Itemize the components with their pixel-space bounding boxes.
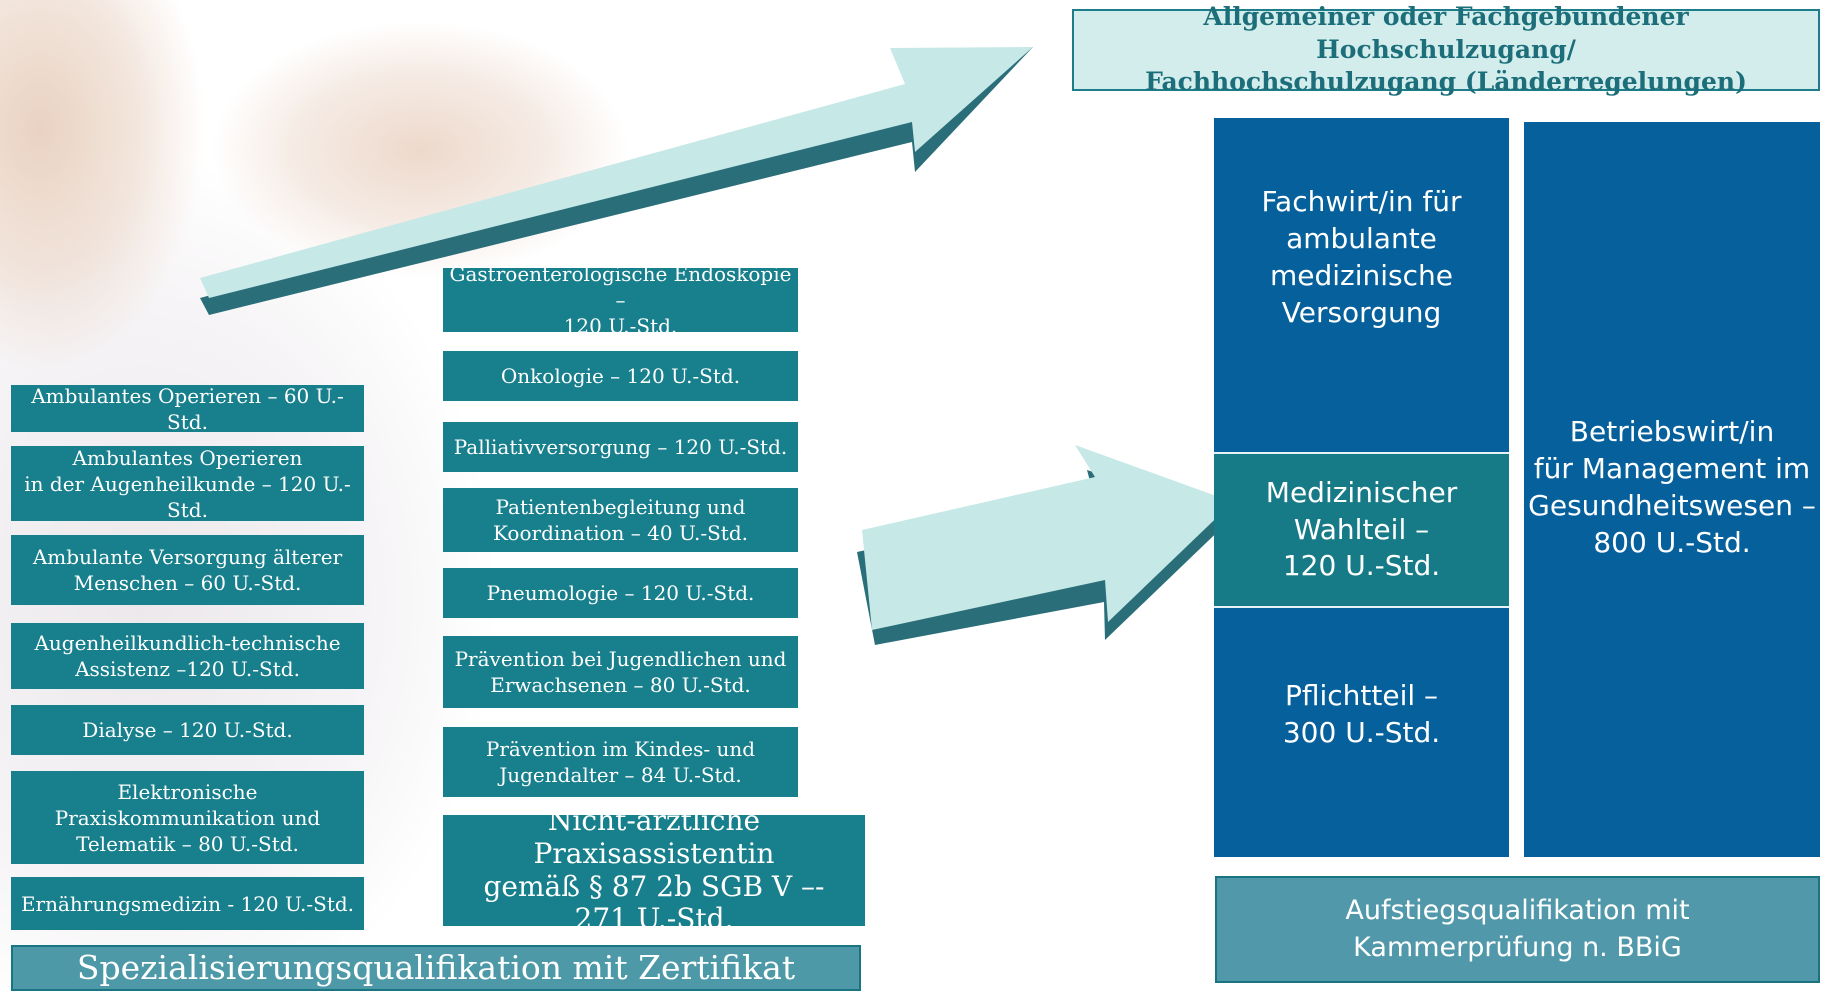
right-arrow-body [862,445,1233,630]
middle-item-4: Patientenbegleitung und Koordination – 4… [443,488,798,552]
middle-item-5: Pneumologie – 120 U.-Std. [443,568,798,618]
aufstieg-banner: Aufstiegsqualifikation mit Kammerprüfung… [1215,876,1820,983]
left-item-5: Dialyse – 120 U.-Std. [11,705,364,755]
up-arrow-body [200,47,1033,298]
left-item-7: Ernährungsmedizin - 120 U.-Std. [11,877,364,930]
betriebswirt-box: Betriebswirt/in für Management im Gesund… [1524,122,1820,857]
middle-item-3: Palliativversorgung – 120 U.-Std. [443,422,798,472]
wahlteil-box: Medizinischer Wahlteil – 120 U.-Std. [1214,452,1509,608]
pflichtteil-box: Pflichtteil – 300 U.-Std. [1214,608,1509,857]
spezialisierung-banner: Spezialisierungsqualifikation mit Zertif… [11,945,861,991]
header-line-2: Fachhochschulzugang (Länderregelungen) [1145,67,1747,97]
left-item-2: Ambulantes Operieren in der Augenheilkun… [11,446,364,522]
middle-item-6: Prävention bei Jugendlichen und Erwachse… [443,636,798,708]
middle-item-7: Prävention im Kindes- und Jugendalter – … [443,727,798,797]
fachwirt-box: Fachwirt/in für ambulante medizinische V… [1214,118,1509,454]
left-item-1: Ambulantes Operieren – 60 U.- Std. [11,384,364,434]
left-item-3: Ambulante Versorgung älterer Menschen – … [11,535,364,605]
header-line-1: Allgemeiner oder Fachgebundener Hochschu… [1203,2,1689,64]
left-item-6: Elektronische Praxiskommunikation und Te… [11,771,364,864]
hochschulzugang-box: Allgemeiner oder Fachgebundener Hochschu… [1072,2,1820,96]
npa-box: Nicht-ärztliche Praxisassistentin gemäß … [443,804,865,935]
left-item-4: Augenheilkundlich-technische Assistenz –… [11,623,364,689]
middle-item-2: Onkologie – 120 U.-Std. [443,351,798,401]
middle-item-1: Gastroenterologische Endoskopie – 120 U.… [443,262,798,338]
